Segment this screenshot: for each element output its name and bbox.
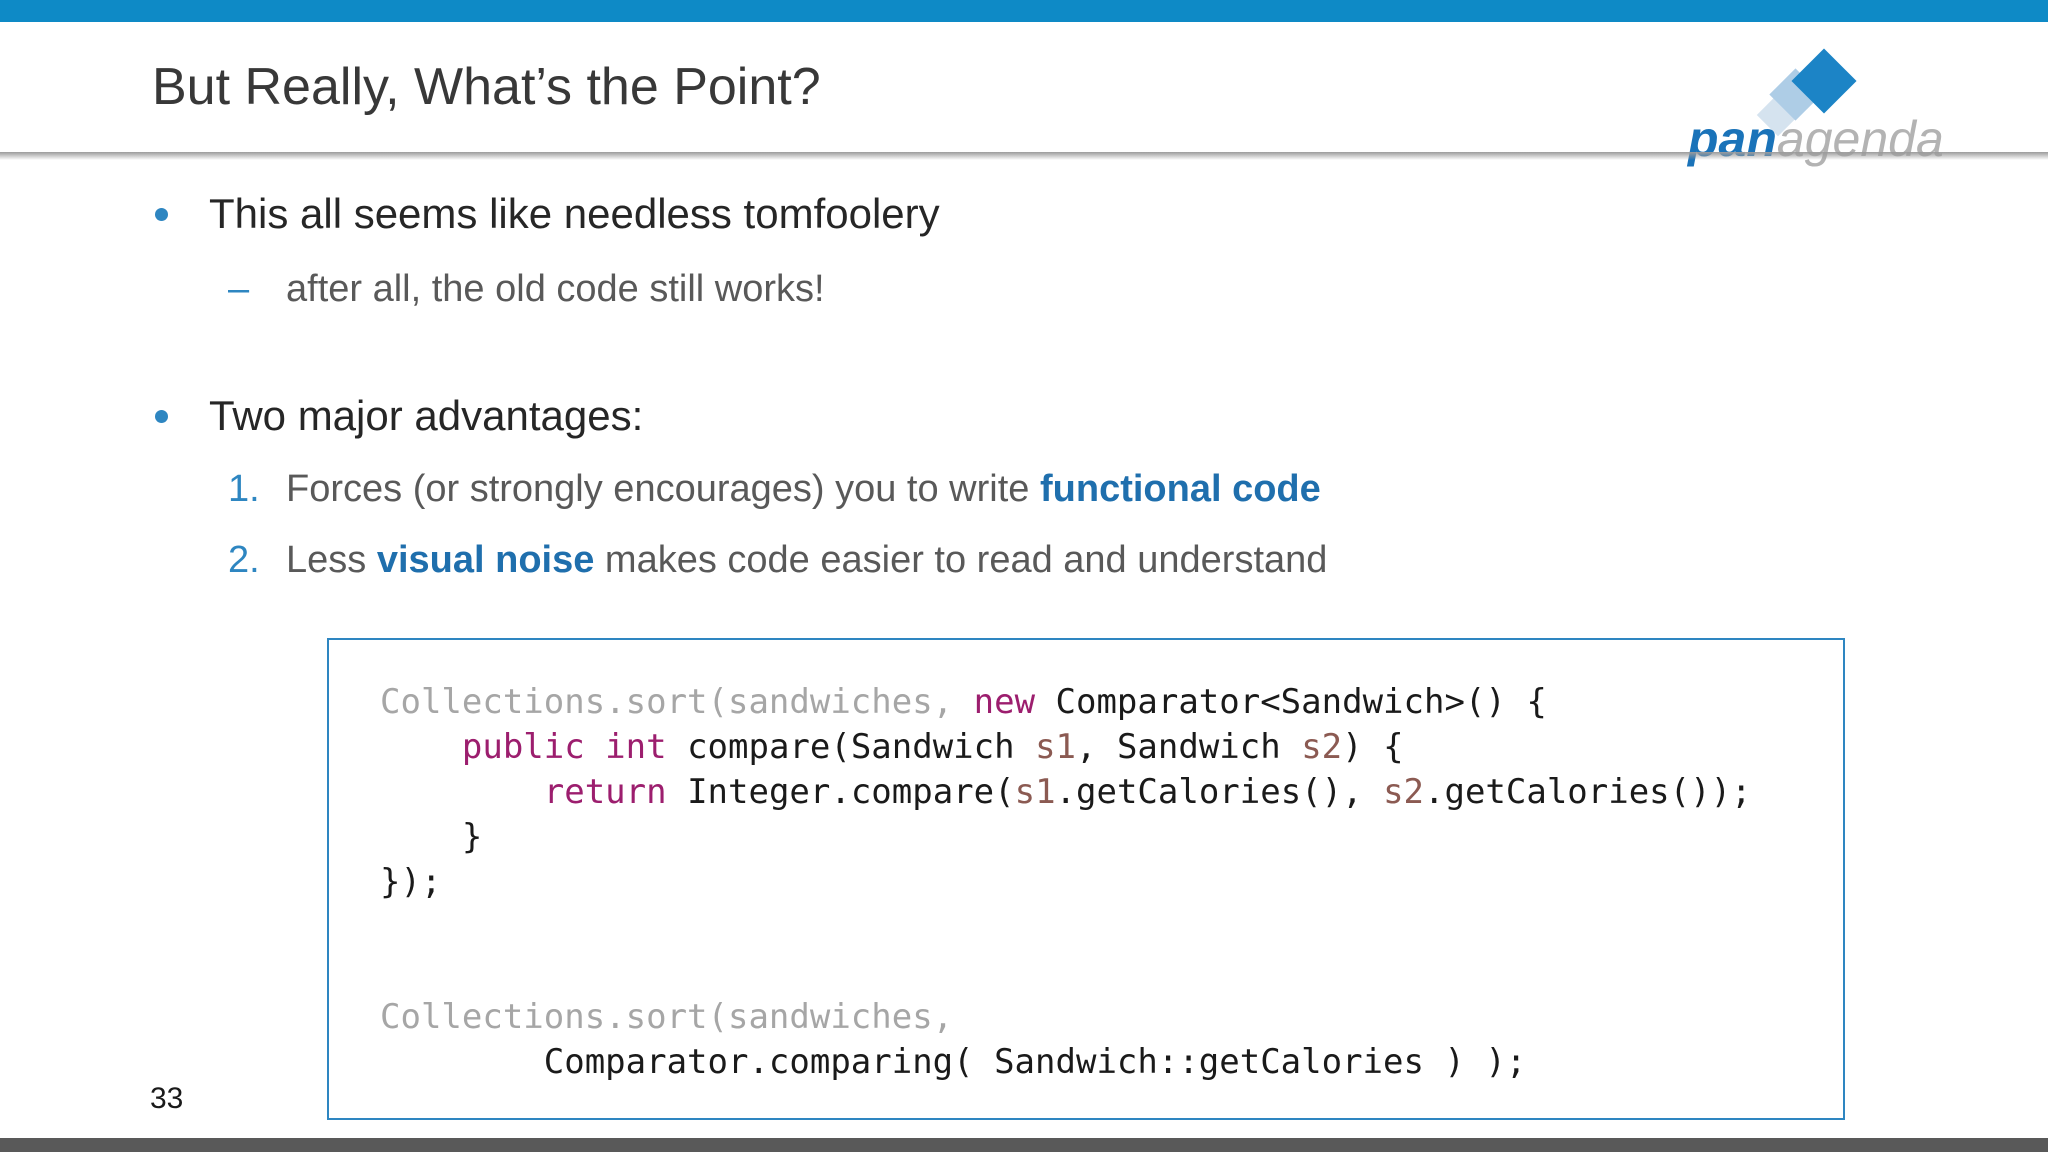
code-token bbox=[380, 772, 544, 812]
code-token: Collections.sort(sandwiches, bbox=[380, 997, 954, 1037]
bullet-item: This all seems like needless tomfoolery bbox=[0, 190, 2048, 238]
code-token: new bbox=[973, 682, 1036, 722]
code-token: compare(Sandwich bbox=[666, 727, 1036, 767]
code-token: Integer.compare( bbox=[666, 772, 1015, 812]
code-line: Collections.sort(sandwiches, new Compara… bbox=[380, 680, 1843, 725]
sub-bullet-text: after all, the old code still works! bbox=[286, 268, 825, 310]
item-text-plain: Less bbox=[286, 539, 377, 581]
bullet-dot-icon bbox=[155, 410, 168, 423]
code-line bbox=[380, 905, 1843, 950]
code-token: s2 bbox=[1383, 772, 1425, 812]
code-token: s1 bbox=[1014, 772, 1056, 812]
item-text-plain: Forces (or strongly encourages) you to w… bbox=[286, 468, 1040, 510]
bottom-bar bbox=[0, 1138, 2048, 1152]
code-token: Collections.sort(sandwiches, bbox=[380, 682, 974, 722]
code-line: }); bbox=[380, 860, 1843, 905]
numbered-item-2: 2. Less visual noise makes code easier t… bbox=[0, 537, 2048, 583]
code-token: , Sandwich bbox=[1076, 727, 1302, 767]
code-token: ) { bbox=[1342, 727, 1404, 767]
page-title: But Really, What’s the Point? bbox=[152, 58, 821, 116]
page-number: 33 bbox=[150, 1082, 184, 1115]
code-token: Comparator<Sandwich>() { bbox=[1035, 682, 1547, 722]
code-token: Comparator.comparing( Sandwich::getCalor… bbox=[380, 1042, 1527, 1082]
code-token bbox=[380, 727, 462, 767]
slide-header: But Really, What’s the Point? panagenda bbox=[0, 22, 2048, 166]
item-text-emphasis: functional code bbox=[1039, 468, 1321, 510]
panagenda-logo: panagenda bbox=[1683, 48, 2033, 168]
code-token: s1 bbox=[1035, 727, 1077, 767]
bullet-marker bbox=[152, 190, 209, 221]
code-token: s2 bbox=[1301, 727, 1343, 767]
sub-bullet-item: – after all, the old code still works! bbox=[0, 266, 2048, 312]
code-token: .getCalories(), bbox=[1055, 772, 1384, 812]
numbered-item-text: Less visual noise makes code easier to r… bbox=[286, 537, 1327, 583]
code-line: } bbox=[380, 815, 1843, 860]
code-token: } bbox=[380, 817, 483, 857]
item-text-plain: makes code easier to read and understand bbox=[594, 539, 1328, 581]
code-token: return bbox=[543, 772, 667, 812]
bullet-text: This all seems like needless tomfoolery bbox=[209, 190, 940, 237]
bullet-text: Two major advantages: bbox=[209, 392, 644, 439]
code-token: .getCalories()); bbox=[1424, 772, 1752, 812]
code-line bbox=[380, 950, 1843, 995]
code-token: public int bbox=[461, 727, 667, 767]
bullet-dot-icon bbox=[155, 208, 168, 221]
dash-marker: – bbox=[228, 268, 250, 310]
numbered-item-1: 1. Forces (or strongly encourages) you t… bbox=[0, 466, 2048, 512]
number-marker: 2. bbox=[228, 539, 260, 581]
code-line: Comparator.comparing( Sandwich::getCalor… bbox=[380, 1040, 1843, 1085]
code-snippet-box: Collections.sort(sandwiches, new Compara… bbox=[327, 638, 1845, 1120]
code-line: Collections.sort(sandwiches, bbox=[380, 995, 1843, 1040]
code-line: public int compare(Sandwich s1, Sandwich… bbox=[380, 725, 1843, 770]
code-token: }); bbox=[380, 862, 442, 902]
item-text-emphasis: visual noise bbox=[376, 539, 595, 581]
bullet-marker bbox=[152, 392, 209, 423]
slide-body: This all seems like needless tomfoolery … bbox=[0, 159, 2048, 1120]
top-accent-bar bbox=[0, 0, 2048, 22]
numbered-item-text: Forces (or strongly encourages) you to w… bbox=[286, 466, 1321, 512]
number-marker: 1. bbox=[228, 468, 260, 510]
header-divider bbox=[0, 152, 2048, 160]
bullet-item: Two major advantages: bbox=[0, 392, 2048, 440]
code-line: return Integer.compare(s1.getCalories(),… bbox=[380, 770, 1843, 815]
